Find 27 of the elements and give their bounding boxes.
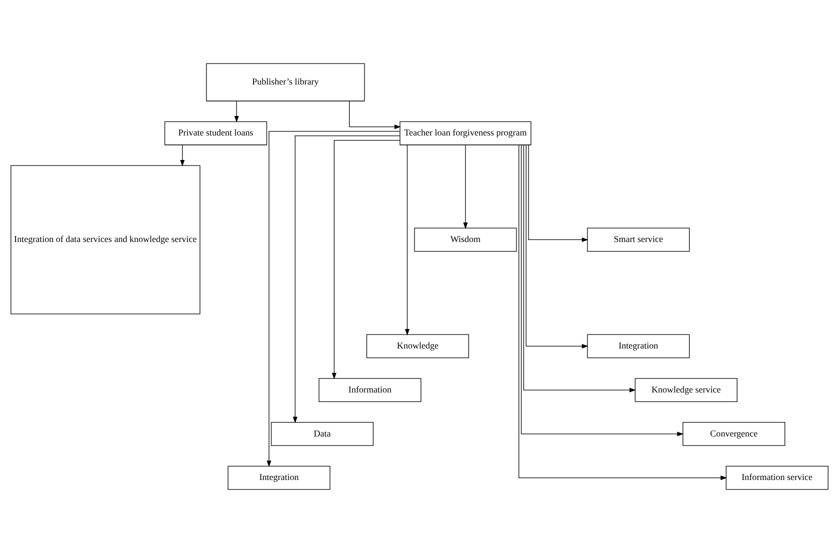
arrow — [404, 144, 410, 335]
arrow — [463, 144, 468, 228]
node-box: Smart service — [587, 227, 690, 252]
arrow — [349, 100, 401, 129]
node-box: Publisher’s library — [206, 62, 365, 101]
node-box: Integration — [587, 334, 690, 358]
arrow — [292, 135, 400, 423]
arrow — [180, 144, 185, 166]
arrow — [266, 130, 400, 467]
node-box: Wisdom — [414, 227, 517, 252]
node-box: Data — [270, 422, 374, 446]
node-box: Integration of data services and knowledge service — [10, 164, 200, 314]
arrow — [332, 140, 400, 379]
node-box: Private student loans — [164, 120, 268, 145]
arrow — [518, 144, 728, 480]
arrow — [520, 144, 684, 436]
node-box: Convergence — [682, 422, 786, 446]
node-box: Knowledge — [366, 334, 470, 358]
node-box: Integration — [228, 465, 330, 490]
node-box: Information — [318, 378, 422, 402]
arrow — [234, 100, 239, 122]
node-box: Knowledge service — [634, 378, 738, 402]
node-box: Information service — [726, 465, 828, 490]
arrow — [528, 144, 588, 242]
arrow — [523, 144, 636, 392]
node-box: Teacher loan forgiveness program — [400, 120, 532, 145]
arrow — [526, 144, 588, 348]
